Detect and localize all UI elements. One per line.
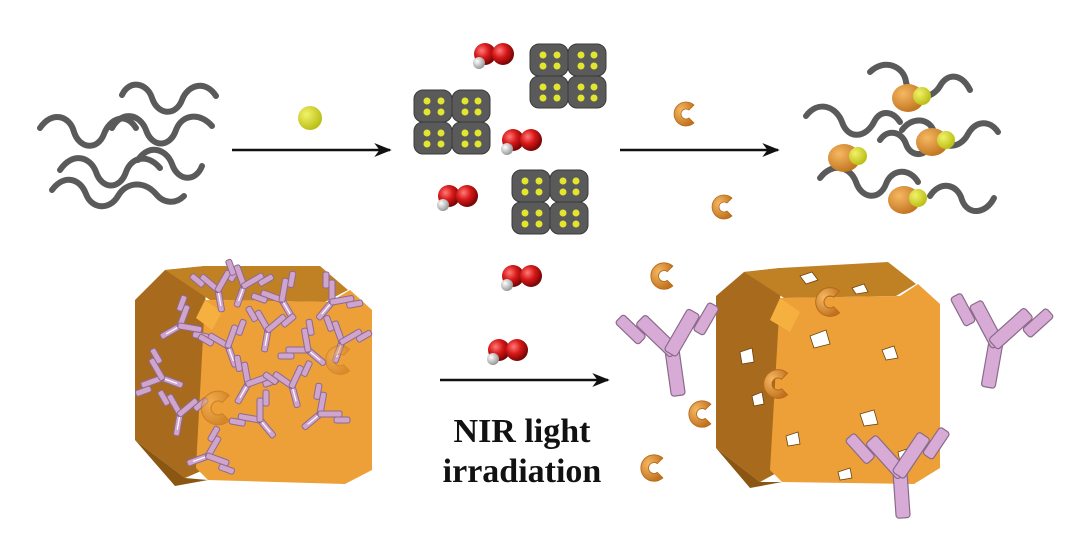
wavy-polymer-icon [927,183,997,214]
c-shaped-enzyme-icon [640,454,664,482]
caption-line-2: irradiation [443,453,602,490]
polymer-chains [37,81,219,210]
wavy-polymer-icon [119,81,219,115]
wavy-polymer-icon [37,114,139,149]
yellow-nanoparticle-icon [298,106,322,130]
truncated-cube-cage-icon [716,262,940,488]
water-molecule-icon [473,43,514,69]
y-shaped-antibody-icon [613,300,732,404]
caption-line-1: NIR light [454,413,592,450]
c-shaped-enzyme-icon [688,400,712,428]
c-shaped-enzyme-icon [673,101,695,127]
c-shaped-enzyme-icon [650,262,674,290]
water-molecule-icon [487,339,528,365]
wavy-polymer-icon [135,147,205,181]
polymer-enzyme-complex [803,61,1001,214]
truncated-cube-cage-icon [135,266,372,486]
wavy-polymer-icon [109,113,215,147]
water-molecule-icon [501,129,542,155]
water-molecule-icon [437,185,478,211]
wavy-polymer-icon [49,177,187,210]
c-shaped-enzyme-icon [711,194,733,220]
gray-cluster-icon [511,169,589,235]
wavy-polymer-icon [803,103,903,138]
gray-cluster-icon [413,89,491,155]
gray-cluster-icon [529,43,607,109]
y-shaped-antibody-icon [935,290,1056,398]
water-molecule-icon [501,265,542,291]
